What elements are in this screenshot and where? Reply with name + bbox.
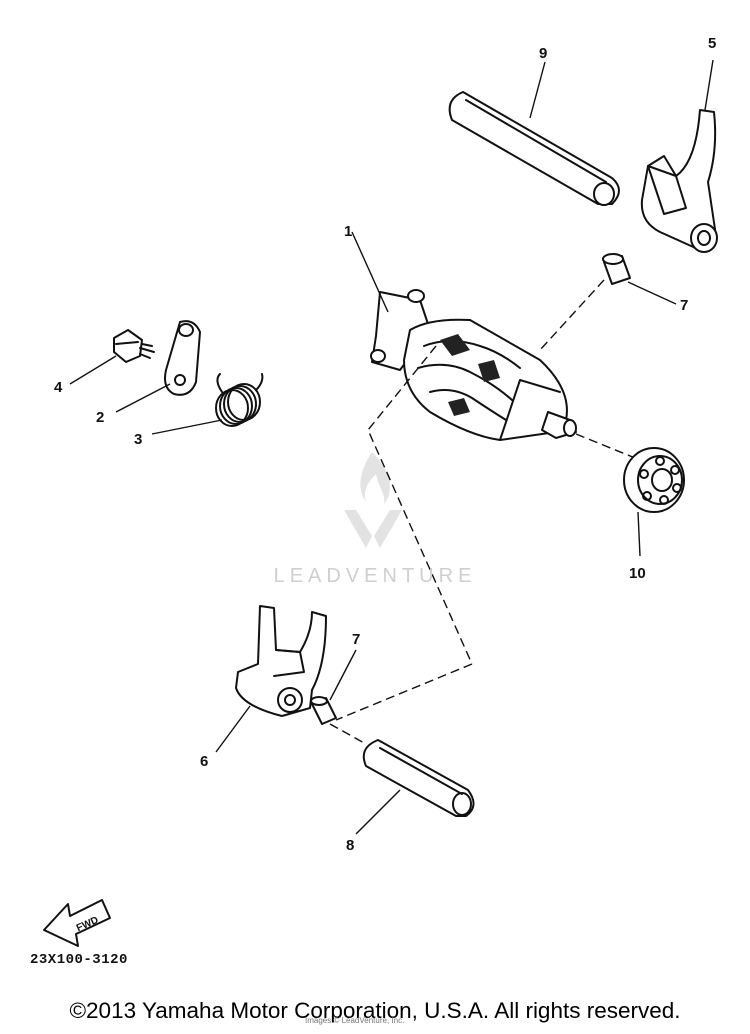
part-10-bearing bbox=[623, 447, 685, 513]
part-3-torsion-spring bbox=[215, 373, 264, 427]
watermark-brand: LEADVENTURE bbox=[273, 565, 477, 587]
copyright-notice: ©2013 Yamaha Motor Corporation, U.S.A. A… bbox=[69, 998, 681, 1023]
callout-5: 5 bbox=[708, 35, 716, 52]
fwd-arrow-icon: FWD bbox=[43, 899, 111, 947]
part-9-shift-shaft bbox=[448, 91, 620, 206]
callout-8: 8 bbox=[346, 837, 354, 854]
part-7-dowel-pin-upper bbox=[602, 253, 631, 285]
part-8-shift-shaft bbox=[362, 739, 475, 817]
callout-2: 2 bbox=[96, 409, 104, 426]
diagram-part-code: 23X100-3120 bbox=[30, 952, 128, 968]
part-2-stopper-lever bbox=[164, 320, 201, 396]
part-7-dowel-pin-lower bbox=[310, 696, 337, 725]
part-6-shift-fork bbox=[235, 605, 327, 717]
callout-3: 3 bbox=[134, 431, 142, 448]
watermark-note: Images © LeadVenture, Inc. bbox=[305, 1016, 405, 1025]
callout-9: 9 bbox=[539, 45, 547, 62]
part-1-shift-cam bbox=[370, 289, 577, 441]
part-4-bolt bbox=[113, 329, 155, 363]
part-5-shift-fork bbox=[640, 109, 718, 253]
callout-10: 10 bbox=[629, 565, 646, 582]
callout-7-upper: 7 bbox=[680, 297, 688, 314]
leadventure-logo-watermark bbox=[344, 452, 402, 548]
callout-4: 4 bbox=[54, 379, 63, 396]
callout-6: 6 bbox=[200, 753, 208, 770]
callout-1: 1 bbox=[344, 223, 352, 240]
callout-7-lower: 7 bbox=[352, 631, 360, 648]
